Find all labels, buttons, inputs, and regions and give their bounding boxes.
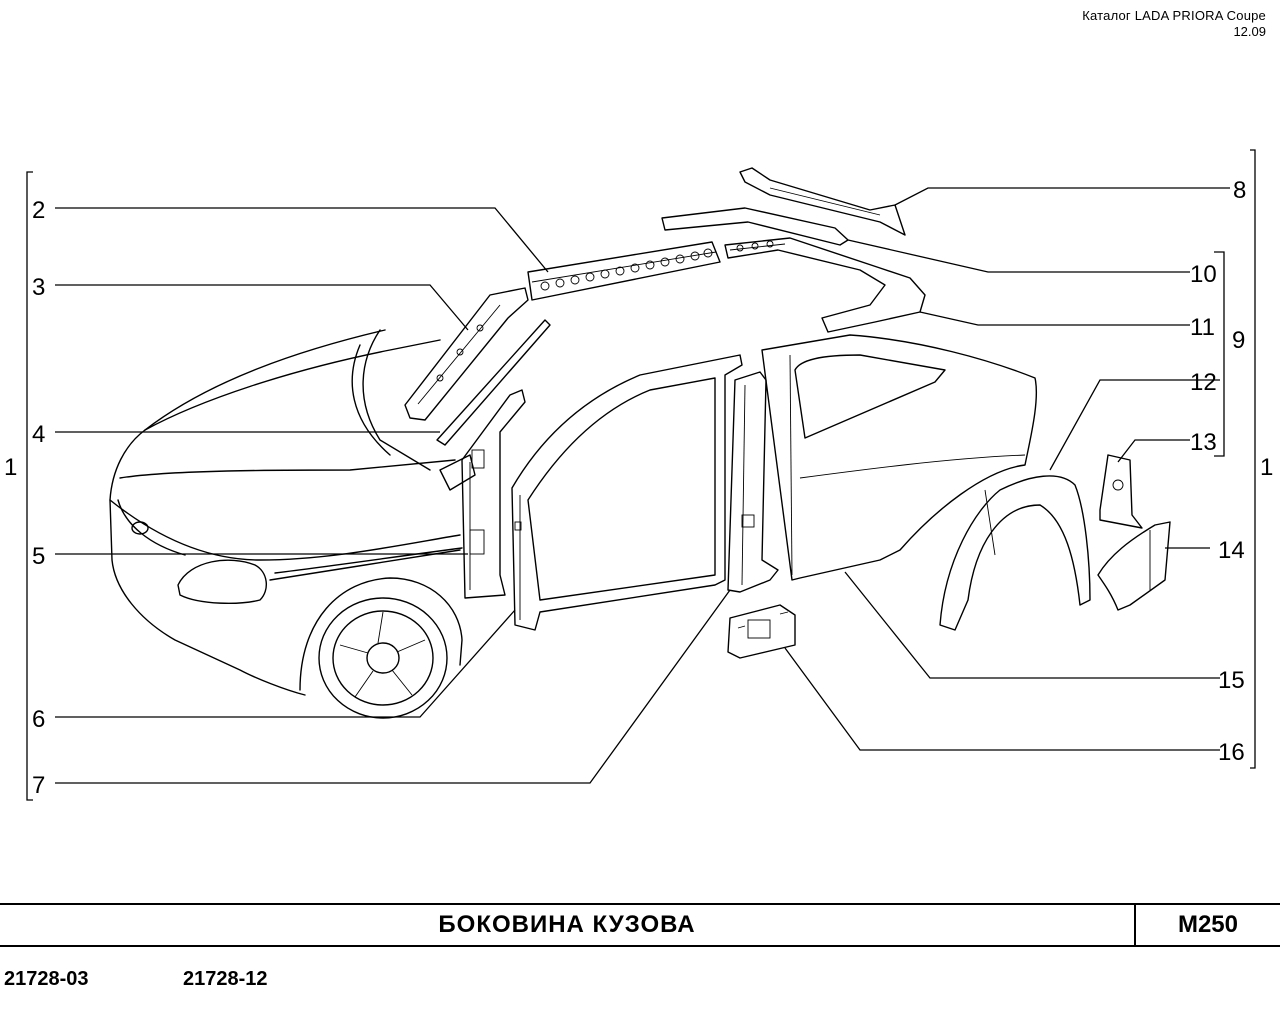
part-13-bracket	[1099, 454, 1143, 529]
leader-11	[919, 311, 1190, 326]
leader-13	[1117, 439, 1190, 463]
body-side-diagram: 1 2 3 4 5 6 7 8 9 10 11 12 13 14 15 16 1	[4, 149, 1273, 801]
callout-1-right: 1	[1260, 454, 1273, 481]
part-3-a-pillar-inner	[404, 287, 529, 421]
model-code-1: 21728-03	[4, 968, 89, 990]
car-front-outline	[109, 329, 476, 719]
part-8-rear-roof-rail	[739, 167, 906, 236]
title-bar: БОКОВИНА КУЗОВА М250	[0, 903, 1280, 947]
leader-16	[784, 647, 1220, 751]
model-code-2: 21728-12	[183, 968, 268, 990]
leader-7	[55, 589, 731, 784]
catalog-date: 12.09	[1233, 24, 1266, 39]
part-7-b-pillar	[727, 371, 779, 593]
leader-8	[894, 187, 1230, 206]
roof-rail-holes	[540, 248, 713, 291]
callout-8: 8	[1233, 177, 1246, 204]
leader-3	[55, 284, 469, 331]
callout-2: 2	[32, 197, 45, 224]
part-4-a-pillar-strip	[436, 319, 551, 446]
part-15-rear-quarter	[761, 334, 1038, 581]
page-title: БОКОВИНА КУЗОВА	[438, 911, 696, 938]
part-10-roof-extension	[661, 207, 849, 246]
callout-15: 15	[1218, 667, 1245, 694]
callout-7: 7	[32, 772, 45, 799]
callout-5: 5	[32, 543, 45, 570]
part-16-rocker-bracket	[727, 604, 796, 659]
callout-6: 6	[32, 706, 45, 733]
callout-9: 9	[1232, 327, 1245, 354]
title-divider	[1134, 905, 1136, 945]
callout-13: 13	[1190, 429, 1217, 456]
part-5-front-pillar	[461, 389, 526, 599]
leader-12	[1049, 379, 1220, 471]
callout-3: 3	[32, 274, 45, 301]
left-group-bracket	[26, 171, 33, 801]
leader-15	[844, 571, 1220, 679]
part-2-roof-rail	[527, 241, 721, 301]
part-12-wheel-arch	[939, 475, 1091, 631]
part-11-c-pillar-inner	[724, 237, 926, 333]
item-9-bracket	[1214, 251, 1225, 457]
right-group-bracket	[1250, 149, 1256, 769]
section-code: М250	[1177, 911, 1239, 938]
part-6-side-frame	[511, 354, 743, 631]
catalog-name: Каталог LADA PRIORA Coupe	[1082, 8, 1266, 23]
callout-12: 12	[1190, 369, 1217, 396]
callout-10: 10	[1190, 261, 1217, 288]
leader-6	[55, 609, 516, 718]
leader-10	[847, 239, 1190, 273]
callout-16: 16	[1218, 739, 1245, 766]
part-14-arch-liner	[1097, 521, 1171, 611]
callout-11: 11	[1190, 314, 1215, 341]
callout-14: 14	[1218, 537, 1245, 564]
callout-4: 4	[32, 421, 45, 448]
leader-2	[55, 207, 549, 273]
catalog-header: Каталог LADA PRIORA Coupe 12.09	[1082, 8, 1266, 40]
callout-1-left: 1	[4, 454, 17, 481]
